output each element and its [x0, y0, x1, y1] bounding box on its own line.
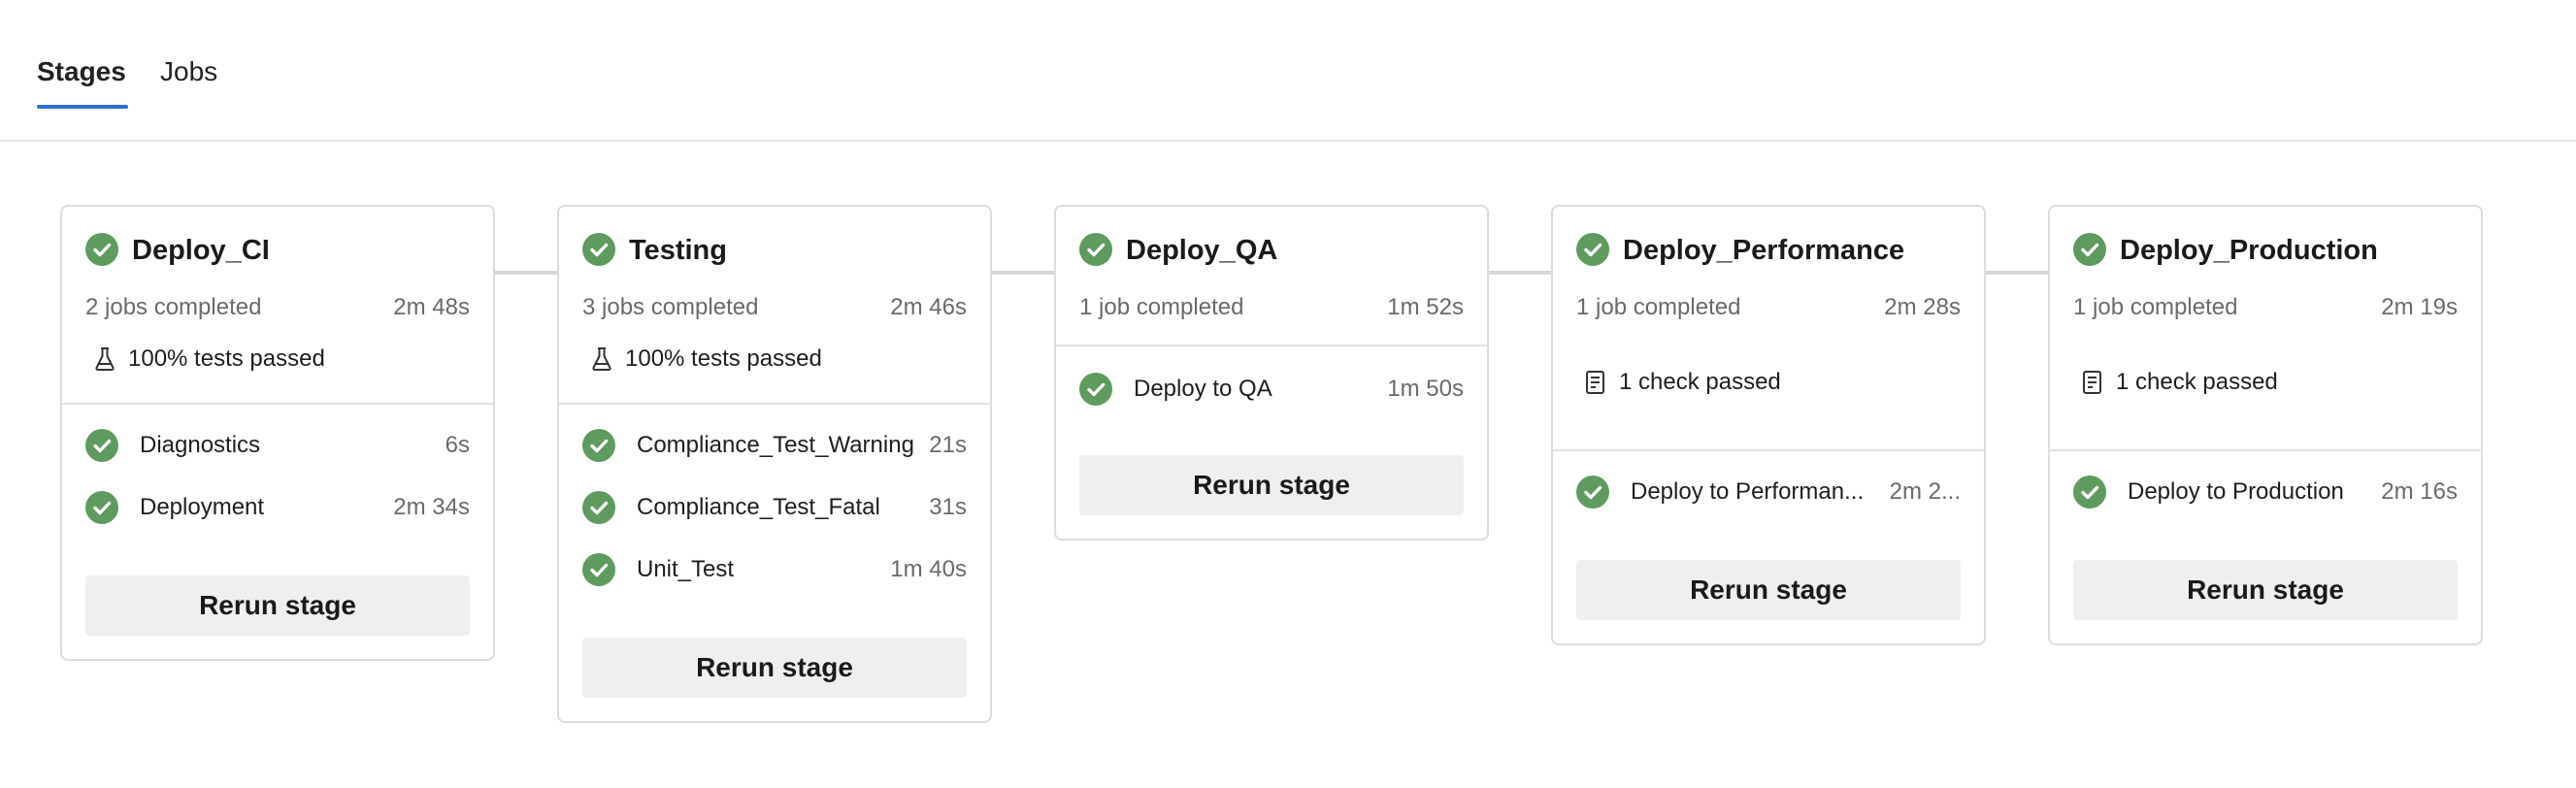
- job-duration: 1m 50s: [1387, 376, 1464, 402]
- stage-title[interactable]: Deploy_Production: [2120, 235, 2378, 266]
- checklist-icon: [2083, 371, 2101, 394]
- stage-title[interactable]: Deploy_CI: [132, 235, 270, 266]
- jobs-completed-count: 1 job completed: [1079, 294, 1244, 320]
- stage-stats: 1 job completed 1m 52s: [1079, 294, 1464, 321]
- job-row[interactable]: Compliance_Test_Warning 21s: [582, 426, 967, 465]
- success-check-icon: [582, 233, 615, 266]
- stage-duration: 2m 48s: [393, 294, 470, 320]
- stage-stats: 3 jobs completed 2m 46s: [582, 294, 967, 321]
- stage-duration: 2m 46s: [890, 294, 967, 320]
- tests-summary-text: 100% tests passed: [128, 345, 325, 372]
- job-name: Diagnostics: [140, 432, 261, 458]
- tab-jobs[interactable]: Jobs: [160, 56, 218, 86]
- jobs-completed-count: 1 job completed: [2073, 294, 2238, 320]
- stage-title[interactable]: Testing: [629, 235, 727, 266]
- job-duration: 2m 2...: [1889, 478, 1961, 505]
- tests-summary[interactable]: 100% tests passed: [93, 345, 325, 373]
- tab-bar: Stages Jobs: [0, 0, 2576, 142]
- stage-title[interactable]: Deploy_QA: [1126, 235, 1278, 266]
- success-check-icon: [2073, 476, 2106, 509]
- checks-summary[interactable]: 1 check passed: [1584, 369, 1781, 396]
- job-name: Deployment: [140, 494, 265, 520]
- job-name: Compliance_Test_Fatal: [637, 494, 880, 520]
- rerun-stage-button[interactable]: Rerun stage: [1576, 560, 1961, 620]
- success-check-icon: [1576, 476, 1609, 509]
- job-name: Deploy to Production: [2128, 478, 2344, 505]
- jobs-completed-count: 3 jobs completed: [582, 294, 759, 320]
- stage-card-deploy-production[interactable]: Deploy_Production 1 job completed 2m 19s…: [2048, 205, 2483, 645]
- stage-card-testing[interactable]: Testing 3 jobs completed 2m 46s 100% tes…: [557, 205, 992, 723]
- job-duration: 1m 40s: [890, 556, 967, 582]
- checks-summary[interactable]: 1 check passed: [2081, 369, 2278, 396]
- job-duration: 2m 34s: [393, 494, 470, 520]
- job-row[interactable]: Deploy to Performan... 2m 2...: [1576, 473, 1961, 511]
- rerun-stage-button[interactable]: Rerun stage: [582, 638, 967, 698]
- checks-summary-text: 1 check passed: [2116, 369, 2278, 395]
- card-divider: [62, 403, 493, 405]
- flask-icon: [95, 347, 115, 371]
- jobs-completed-count: 1 job completed: [1576, 294, 1741, 320]
- checks-summary-text: 1 check passed: [1619, 369, 1781, 395]
- success-check-icon: [582, 429, 615, 462]
- job-duration: 31s: [929, 494, 967, 520]
- rerun-stage-button[interactable]: Rerun stage: [2073, 560, 2458, 620]
- success-check-icon: [1079, 373, 1112, 406]
- flask-icon: [592, 347, 611, 371]
- success-check-icon: [85, 491, 118, 524]
- stage-card-deploy-performance[interactable]: Deploy_Performance 1 job completed 2m 28…: [1551, 205, 1986, 645]
- success-check-icon: [582, 553, 615, 586]
- stage-connector: [1986, 271, 2050, 275]
- job-duration: 21s: [929, 432, 967, 458]
- job-name: Deploy to QA: [1134, 376, 1272, 402]
- tests-summary-text: 100% tests passed: [625, 345, 822, 372]
- success-check-icon: [85, 429, 118, 462]
- card-divider: [559, 403, 990, 405]
- stage-stats: 1 job completed 2m 19s: [2073, 294, 2458, 321]
- stage-connector: [495, 271, 559, 275]
- job-row[interactable]: Compliance_Test_Fatal 31s: [582, 488, 967, 527]
- rerun-stage-button[interactable]: Rerun stage: [1079, 455, 1464, 515]
- stage-card-deploy-qa[interactable]: Deploy_QA 1 job completed 1m 52s Deploy …: [1054, 205, 1489, 541]
- card-divider: [2050, 449, 2481, 451]
- job-row[interactable]: Deployment 2m 34s: [85, 488, 470, 527]
- stage-connector: [992, 271, 1056, 275]
- job-name: Deploy to Performan...: [1631, 478, 1865, 505]
- job-row[interactable]: Diagnostics 6s: [85, 426, 470, 465]
- stage-stats: 2 jobs completed 2m 48s: [85, 294, 470, 321]
- checklist-icon: [1586, 371, 1604, 394]
- active-tab-indicator: [37, 105, 128, 109]
- stage-duration: 1m 52s: [1387, 294, 1464, 320]
- success-check-icon: [2073, 233, 2106, 266]
- job-row[interactable]: Deploy to Production 2m 16s: [2073, 473, 2458, 511]
- job-duration: 2m 16s: [2381, 478, 2458, 505]
- success-check-icon: [1079, 233, 1112, 266]
- success-check-icon: [582, 491, 615, 524]
- success-check-icon: [85, 233, 118, 266]
- stage-stats: 1 job completed 2m 28s: [1576, 294, 1961, 321]
- jobs-completed-count: 2 jobs completed: [85, 294, 262, 320]
- job-row[interactable]: Deploy to QA 1m 50s: [1079, 370, 1464, 409]
- success-check-icon: [1576, 233, 1609, 266]
- stage-duration: 2m 19s: [2381, 294, 2458, 320]
- job-row[interactable]: Unit_Test 1m 40s: [582, 550, 967, 589]
- job-duration: 6s: [445, 432, 470, 458]
- stage-connector: [1489, 271, 1553, 275]
- tests-summary[interactable]: 100% tests passed: [590, 345, 822, 373]
- stage-duration: 2m 28s: [1884, 294, 1961, 320]
- stage-title[interactable]: Deploy_Performance: [1623, 235, 1905, 266]
- job-name: Unit_Test: [637, 556, 735, 582]
- stage-card-deploy-ci[interactable]: Deploy_CI 2 jobs completed 2m 48s 100% t…: [60, 205, 495, 661]
- card-divider: [1553, 449, 1984, 451]
- rerun-stage-button[interactable]: Rerun stage: [85, 575, 470, 636]
- tab-stages[interactable]: Stages: [37, 56, 126, 86]
- card-divider: [1056, 345, 1487, 346]
- job-name: Compliance_Test_Warning: [637, 432, 914, 458]
